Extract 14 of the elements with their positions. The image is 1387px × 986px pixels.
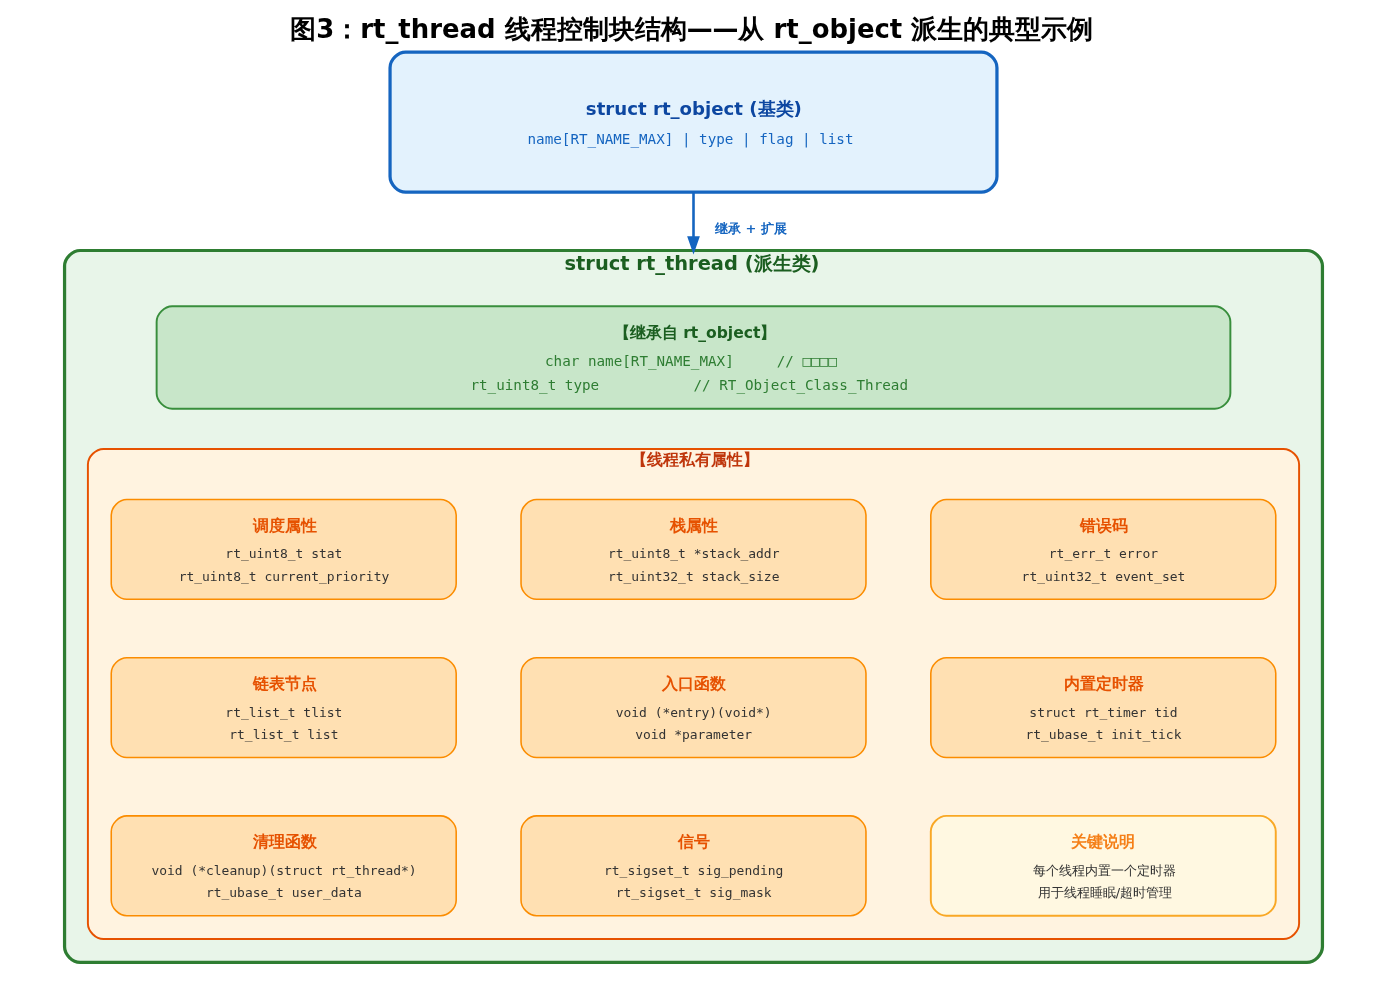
node-box: 信号 rt_sigset_t sig_pending rt_sigset_t sig_mask — [520, 815, 867, 917]
node-box: 内置定时器 struct rt_timer tid rt_ubase_t init_tick — [930, 656, 1277, 759]
node-box: struct rt_object (基类) name[RT_NAME_MAX] | type | flag | list — [388, 50, 999, 194]
node-box: 【继承自 rt_object】 char name[RT_NAME_MAX] // □□□□ rt_uint8_t type // RT_Object_Class_Thread — [155, 305, 1232, 410]
node-box: 链表节点 rt_list_t tlist rt_list_t list — [110, 656, 457, 759]
node-box: 关键说明 每个线程内置一个定时器 用于线程睡眠/超时管理 — [929, 814, 1277, 917]
node-box: 栈属性 rt_uint8_t *stack_addr rt_uint32_t stack_size — [520, 498, 867, 601]
arrow — [687, 192, 700, 255]
diagram-title: 图3：rt_thread 线程控制块结构——从 rt_object 派生的典型示例 — [290, 13, 1094, 44]
edge-label: 继承 + 扩展 — [714, 221, 787, 236]
node-box: 入口函数 void (*entry)(void*) void *parameter — [520, 656, 867, 759]
node-box: 清理函数 void (*cleanup)(struct rt_thread*) rt_ubase_t user_data — [110, 815, 457, 917]
node-box: 调度属性 rt_uint8_t stat rt_uint8_t current_priority — [110, 498, 457, 601]
node-box: 错误码 rt_err_t error rt_uint32_t event_set — [930, 498, 1277, 601]
